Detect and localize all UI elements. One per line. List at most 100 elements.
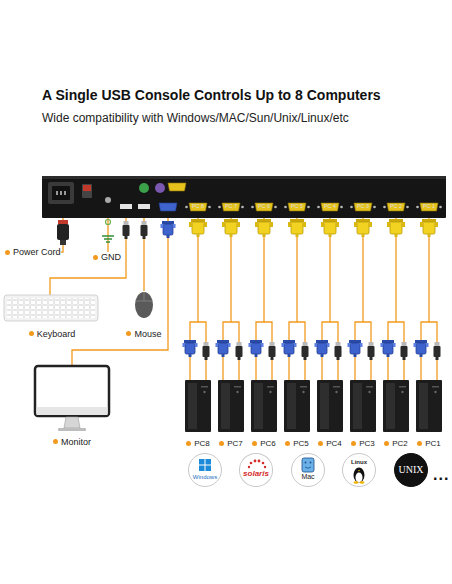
bullet-dot bbox=[5, 250, 10, 255]
power-plug bbox=[57, 224, 69, 240]
vga-plug bbox=[354, 219, 372, 237]
penguin-beak bbox=[358, 470, 360, 472]
text-row: Power Cord bbox=[5, 247, 61, 257]
monitor-screen bbox=[35, 366, 109, 416]
usb-plug bbox=[302, 342, 309, 360]
text-row: Monitor bbox=[53, 437, 91, 447]
sun-dot bbox=[248, 466, 250, 468]
vga-port bbox=[416, 203, 442, 211]
usb-plug bbox=[434, 342, 441, 360]
mouse-body bbox=[135, 292, 153, 318]
mac-eye bbox=[305, 462, 307, 464]
penguin-body bbox=[354, 468, 365, 483]
socket-pin bbox=[60, 191, 62, 195]
console-vga-port bbox=[159, 203, 177, 211]
text-row: PC5 bbox=[285, 439, 309, 448]
text-row: PC7 bbox=[219, 439, 243, 448]
mouse-button-split bbox=[136, 301, 152, 302]
node-label: PC4 bbox=[326, 439, 342, 448]
mac-face bbox=[302, 458, 314, 472]
text-row: PC2 bbox=[384, 439, 408, 448]
callout-tag: Power Cord bbox=[5, 247, 61, 257]
port-label: PC 3 bbox=[357, 203, 369, 209]
monitor-stand bbox=[64, 417, 80, 428]
ground-symbol bbox=[102, 235, 114, 237]
penguin-foot bbox=[354, 481, 359, 483]
computer: PC6 bbox=[247, 380, 281, 448]
sun-dot bbox=[264, 466, 266, 468]
vga-plug bbox=[387, 219, 405, 237]
os-badge: Mac bbox=[291, 453, 325, 487]
pc-tower bbox=[251, 380, 277, 432]
kvm-edge bbox=[42, 176, 446, 179]
text-row: GND bbox=[93, 252, 121, 262]
node-label: Power Cord bbox=[13, 247, 61, 257]
bullet-dot bbox=[219, 441, 224, 446]
usb-plug bbox=[335, 342, 342, 360]
vga-plug bbox=[288, 219, 306, 237]
power-plug-relief bbox=[60, 240, 66, 245]
port-slot: PC 7 bbox=[219, 194, 243, 212]
port-label: PC 1 bbox=[423, 203, 435, 209]
port-label: PC 8 bbox=[192, 203, 204, 209]
text-row: Windows bbox=[193, 474, 217, 481]
vga-plug bbox=[348, 340, 363, 357]
vga-port bbox=[251, 203, 277, 211]
text-row: PC3 bbox=[351, 439, 375, 448]
ground-symbol bbox=[106, 241, 110, 243]
diagram-title: A Single USB Console Controls Up to 8 Co… bbox=[42, 87, 381, 103]
windows-logo bbox=[206, 466, 212, 472]
usb-port bbox=[120, 204, 132, 209]
node-label: PC5 bbox=[293, 439, 309, 448]
windows-logo bbox=[206, 459, 212, 465]
bullet-dot bbox=[53, 439, 58, 444]
power-plug-tip bbox=[58, 220, 68, 224]
port-label: PC 6 bbox=[258, 203, 270, 209]
ps2-port bbox=[139, 183, 149, 193]
usb-plug bbox=[203, 342, 210, 360]
ground-lug bbox=[106, 220, 111, 225]
port-slot: PC 2 bbox=[384, 194, 408, 212]
node-label: PC6 bbox=[260, 439, 276, 448]
port-slot: PC 6 bbox=[252, 194, 276, 212]
bullet-dot bbox=[126, 331, 131, 336]
node-label: Keyboard bbox=[37, 329, 76, 339]
pc-tower bbox=[284, 380, 310, 432]
sun-dot bbox=[262, 462, 265, 465]
node-label: PC8 bbox=[194, 439, 210, 448]
vga-plug bbox=[414, 340, 429, 357]
sun-dot bbox=[254, 460, 257, 463]
port-slot: PC 5 bbox=[285, 194, 309, 212]
text-row: PC1 bbox=[417, 439, 441, 448]
os-badge: Windows bbox=[188, 453, 222, 487]
text-row: Mouse bbox=[126, 329, 161, 339]
usb-plug bbox=[269, 342, 276, 360]
computer: PC1 bbox=[412, 380, 446, 448]
usb-plug bbox=[368, 342, 375, 360]
bullet-dot bbox=[29, 331, 34, 336]
subtitle: Wide compatibility with Windows/MAC/Sun/… bbox=[42, 111, 349, 125]
vga-port bbox=[284, 203, 310, 211]
cable-line bbox=[107, 218, 108, 252]
text-row: PC6 bbox=[252, 439, 276, 448]
vga-plug bbox=[216, 340, 231, 357]
monitor-base bbox=[58, 428, 86, 431]
text-row: Mac bbox=[301, 473, 314, 481]
socket-pin bbox=[56, 191, 58, 195]
text-row: PC4 bbox=[318, 439, 342, 448]
windows-logo bbox=[199, 466, 205, 472]
solaris-sun bbox=[248, 460, 266, 469]
node-label: PC7 bbox=[227, 439, 243, 448]
port-slot: PC 4 bbox=[318, 194, 342, 212]
label-box: Wide compatibility with Windows/MAC/Sun/… bbox=[42, 108, 349, 126]
pc-tower bbox=[218, 380, 244, 432]
port-label: PC 4 bbox=[324, 203, 336, 209]
computer: PC7 bbox=[214, 380, 248, 448]
pc-tower bbox=[383, 380, 409, 432]
node-label: GND bbox=[101, 252, 121, 262]
pc-tower bbox=[317, 380, 343, 432]
power-socket bbox=[48, 182, 74, 204]
port-label: PC 2 bbox=[390, 203, 402, 209]
cable-line bbox=[50, 218, 126, 295]
